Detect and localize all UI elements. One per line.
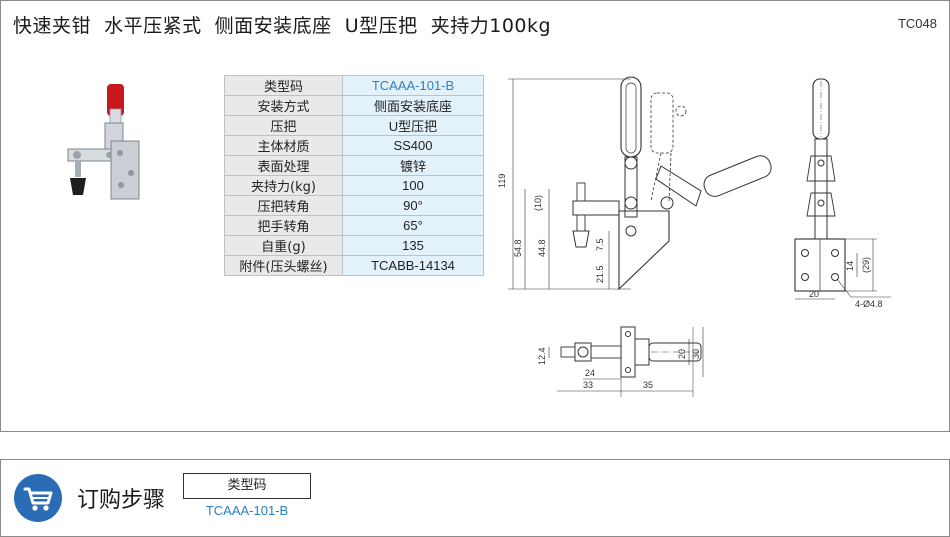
spec-value-type-code[interactable]: TCAAA-101-B <box>342 75 484 96</box>
table-row: 自重(g) 135 <box>224 235 484 256</box>
spec-value: SS400 <box>342 135 484 156</box>
spec-value: U型压把 <box>342 115 484 136</box>
model-code: TC048 <box>897 16 937 31</box>
spec-key: 自重(g) <box>224 235 343 256</box>
technical-drawing: 119 (10) 54.8 44.8 7.5 21.5 <box>497 76 891 397</box>
dim-29: (29) <box>861 257 871 273</box>
product-panel: 快速夹钳 水平压紧式 侧面安装底座 U型压把 夹持力100kg TC048 类型… <box>0 0 950 432</box>
dim-20-front: 20 <box>809 289 819 299</box>
spec-value: 135 <box>342 235 484 256</box>
table-row: 主体材质 SS400 <box>224 135 484 156</box>
type-code-link[interactable]: TCAAA-101-B <box>205 503 289 518</box>
spec-value: 侧面安装底座 <box>342 95 484 116</box>
table-row: 附件(压头螺丝) TCABB-14134 <box>224 255 484 276</box>
dim-44-8: 44.8 <box>537 239 547 257</box>
order-steps-title: 订购步骤 <box>77 488 166 513</box>
dim-21-5: 21.5 <box>595 265 605 283</box>
spec-value: 镀锌 <box>342 155 484 176</box>
spec-key: 夹持力(kg) <box>224 175 343 196</box>
dim-14: 14 <box>845 261 855 271</box>
spec-key: 附件(压头螺丝) <box>224 255 343 276</box>
shopping-cart-icon <box>14 474 62 522</box>
spec-value: 65° <box>342 215 484 236</box>
product-photo <box>67 84 140 200</box>
order-steps-panel: 订购步骤 类型码 TCAAA-101-B <box>0 459 950 537</box>
dim-54-8: 54.8 <box>513 239 523 257</box>
spec-key: 类型码 <box>224 75 343 96</box>
dim-20-top: 20 <box>677 349 687 359</box>
spec-key: 表面处理 <box>224 155 343 176</box>
spec-value: TCABB-14134 <box>342 255 484 276</box>
table-row: 表面处理 镀锌 <box>224 155 484 176</box>
spec-value: 100 <box>342 175 484 196</box>
type-code-label: 类型码 <box>183 473 311 499</box>
dim-35: 35 <box>643 380 653 390</box>
spec-key: 压把转角 <box>224 195 343 216</box>
spec-key: 安装方式 <box>224 95 343 116</box>
dim-119: 119 <box>497 174 507 188</box>
dim-10: (10) <box>533 195 543 211</box>
dim-7-5: 7.5 <box>595 238 605 251</box>
table-row: 夹持力(kg) 100 <box>224 175 484 196</box>
side-view: 119 (10) 54.8 44.8 7.5 21.5 <box>497 76 772 291</box>
table-row: 压把转角 90° <box>224 195 484 216</box>
spec-value: 90° <box>342 195 484 216</box>
dim-30: 30 <box>691 349 701 359</box>
table-row: 压把 U型压把 <box>224 115 484 136</box>
spec-table: 类型码 TCAAA-101-B 安装方式 侧面安装底座 压把 U型压把 主体材质… <box>224 75 484 276</box>
spec-key: 把手转角 <box>224 215 343 236</box>
table-row: 安装方式 侧面安装底座 <box>224 95 484 116</box>
top-view: 12.4 24 33 35 20 30 <box>537 326 704 397</box>
spec-key: 压把 <box>224 115 343 136</box>
dim-33: 33 <box>583 380 593 390</box>
dim-12-4: 12.4 <box>537 347 547 365</box>
dim-hole: 4-Ø4.8 <box>855 299 883 309</box>
front-view: 14 (29) 20 4-Ø4.8 <box>794 78 891 309</box>
table-row: 把手转角 65° <box>224 215 484 236</box>
cart-glyph <box>23 487 53 511</box>
spec-key: 主体材质 <box>224 135 343 156</box>
page-title: 快速夹钳 水平压紧式 侧面安装底座 U型压把 夹持力100kg <box>13 15 552 37</box>
dim-24: 24 <box>585 368 595 378</box>
table-row: 类型码 TCAAA-101-B <box>224 75 484 96</box>
